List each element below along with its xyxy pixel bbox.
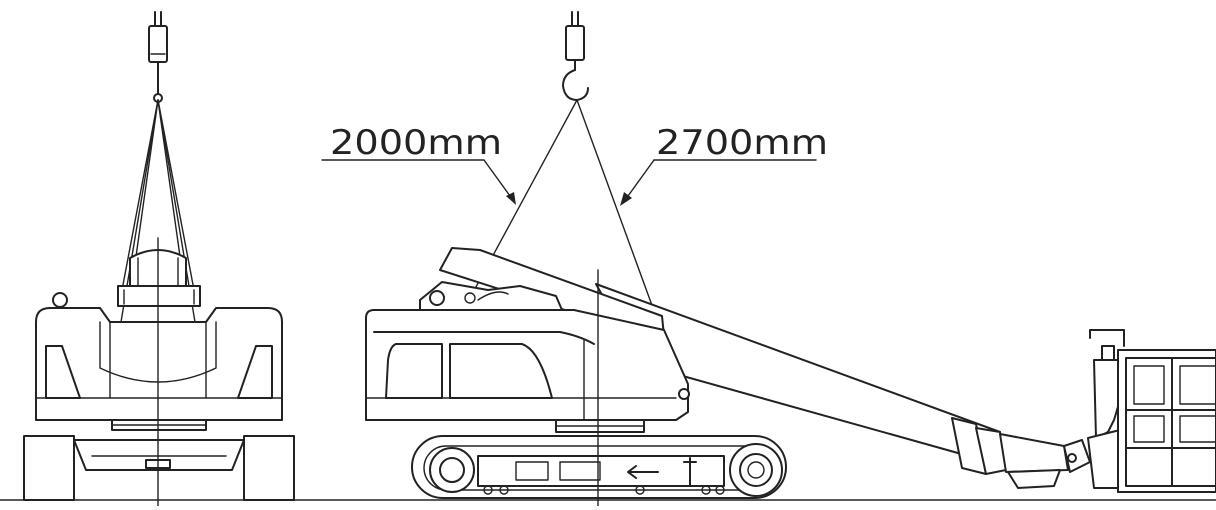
- side-swing-ring: [555, 419, 645, 433]
- side-view-machine: [365, 11, 1091, 507]
- front-hook-block: [148, 11, 168, 103]
- front-knob: [52, 292, 68, 308]
- right-callout-arrowhead: [620, 192, 632, 206]
- side-boom: [419, 247, 665, 337]
- left-sling-length-label: 2000mm: [330, 123, 502, 163]
- right-sling-length-label: 2700mm: [656, 123, 828, 163]
- front-swing-ring: [111, 419, 207, 431]
- front-upper-body: [35, 307, 283, 421]
- side-hook: [562, 11, 589, 101]
- left-callout-arrowhead: [506, 192, 516, 205]
- left-sling-callout: 2000mm: [321, 123, 516, 205]
- front-view-machine: [23, 11, 295, 507]
- side-upper-body: [365, 309, 690, 421]
- right-sling-callout: 2700mm: [620, 123, 828, 206]
- attachment-cage: [1087, 329, 1216, 493]
- side-crawler-track: [411, 435, 787, 499]
- front-undercarriage: [23, 435, 295, 501]
- side-arm: [595, 283, 1091, 489]
- front-boom: [117, 249, 201, 307]
